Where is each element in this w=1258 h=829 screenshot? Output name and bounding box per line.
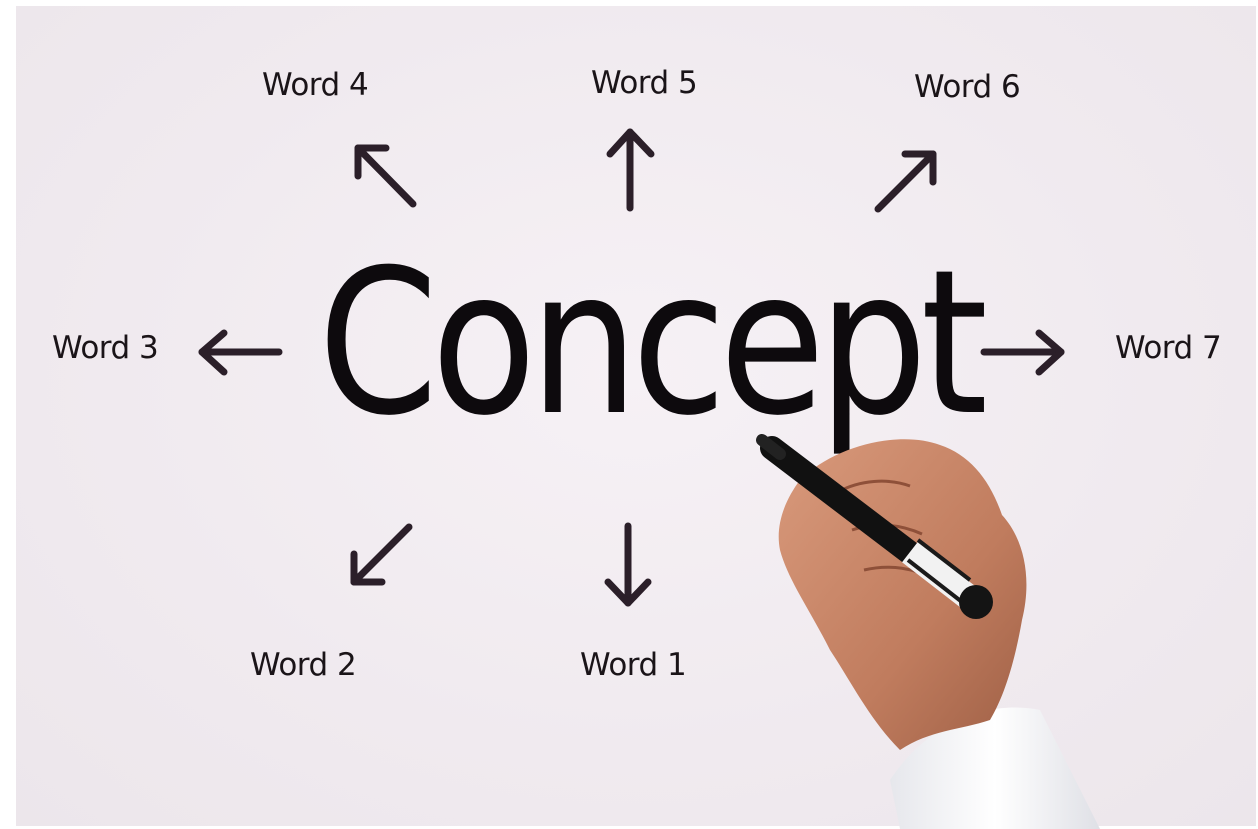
arrow-up-left-icon bbox=[354, 144, 417, 208]
arrow-up-icon bbox=[606, 128, 655, 212]
arrow-left-icon bbox=[198, 329, 283, 376]
word-2-label: Word 2 bbox=[250, 647, 357, 683]
marker-pen bbox=[756, 434, 993, 619]
word-1-label: Word 1 bbox=[580, 647, 687, 683]
word-5-label: Word 5 bbox=[591, 65, 698, 101]
word-6-label: Word 6 bbox=[914, 69, 1021, 105]
hand-with-marker-illustration bbox=[756, 434, 1100, 829]
word-3-label: Word 3 bbox=[52, 330, 159, 366]
arrow-up-right-icon bbox=[874, 150, 937, 213]
hand bbox=[778, 439, 1027, 750]
arrow-right-icon bbox=[980, 329, 1065, 376]
word-7-label: Word 7 bbox=[1115, 330, 1222, 366]
arrow-down-icon bbox=[604, 522, 652, 607]
arrow-down-left-icon bbox=[350, 523, 413, 586]
word-4-label: Word 4 bbox=[262, 67, 369, 103]
shirt-sleeve bbox=[890, 707, 1100, 829]
